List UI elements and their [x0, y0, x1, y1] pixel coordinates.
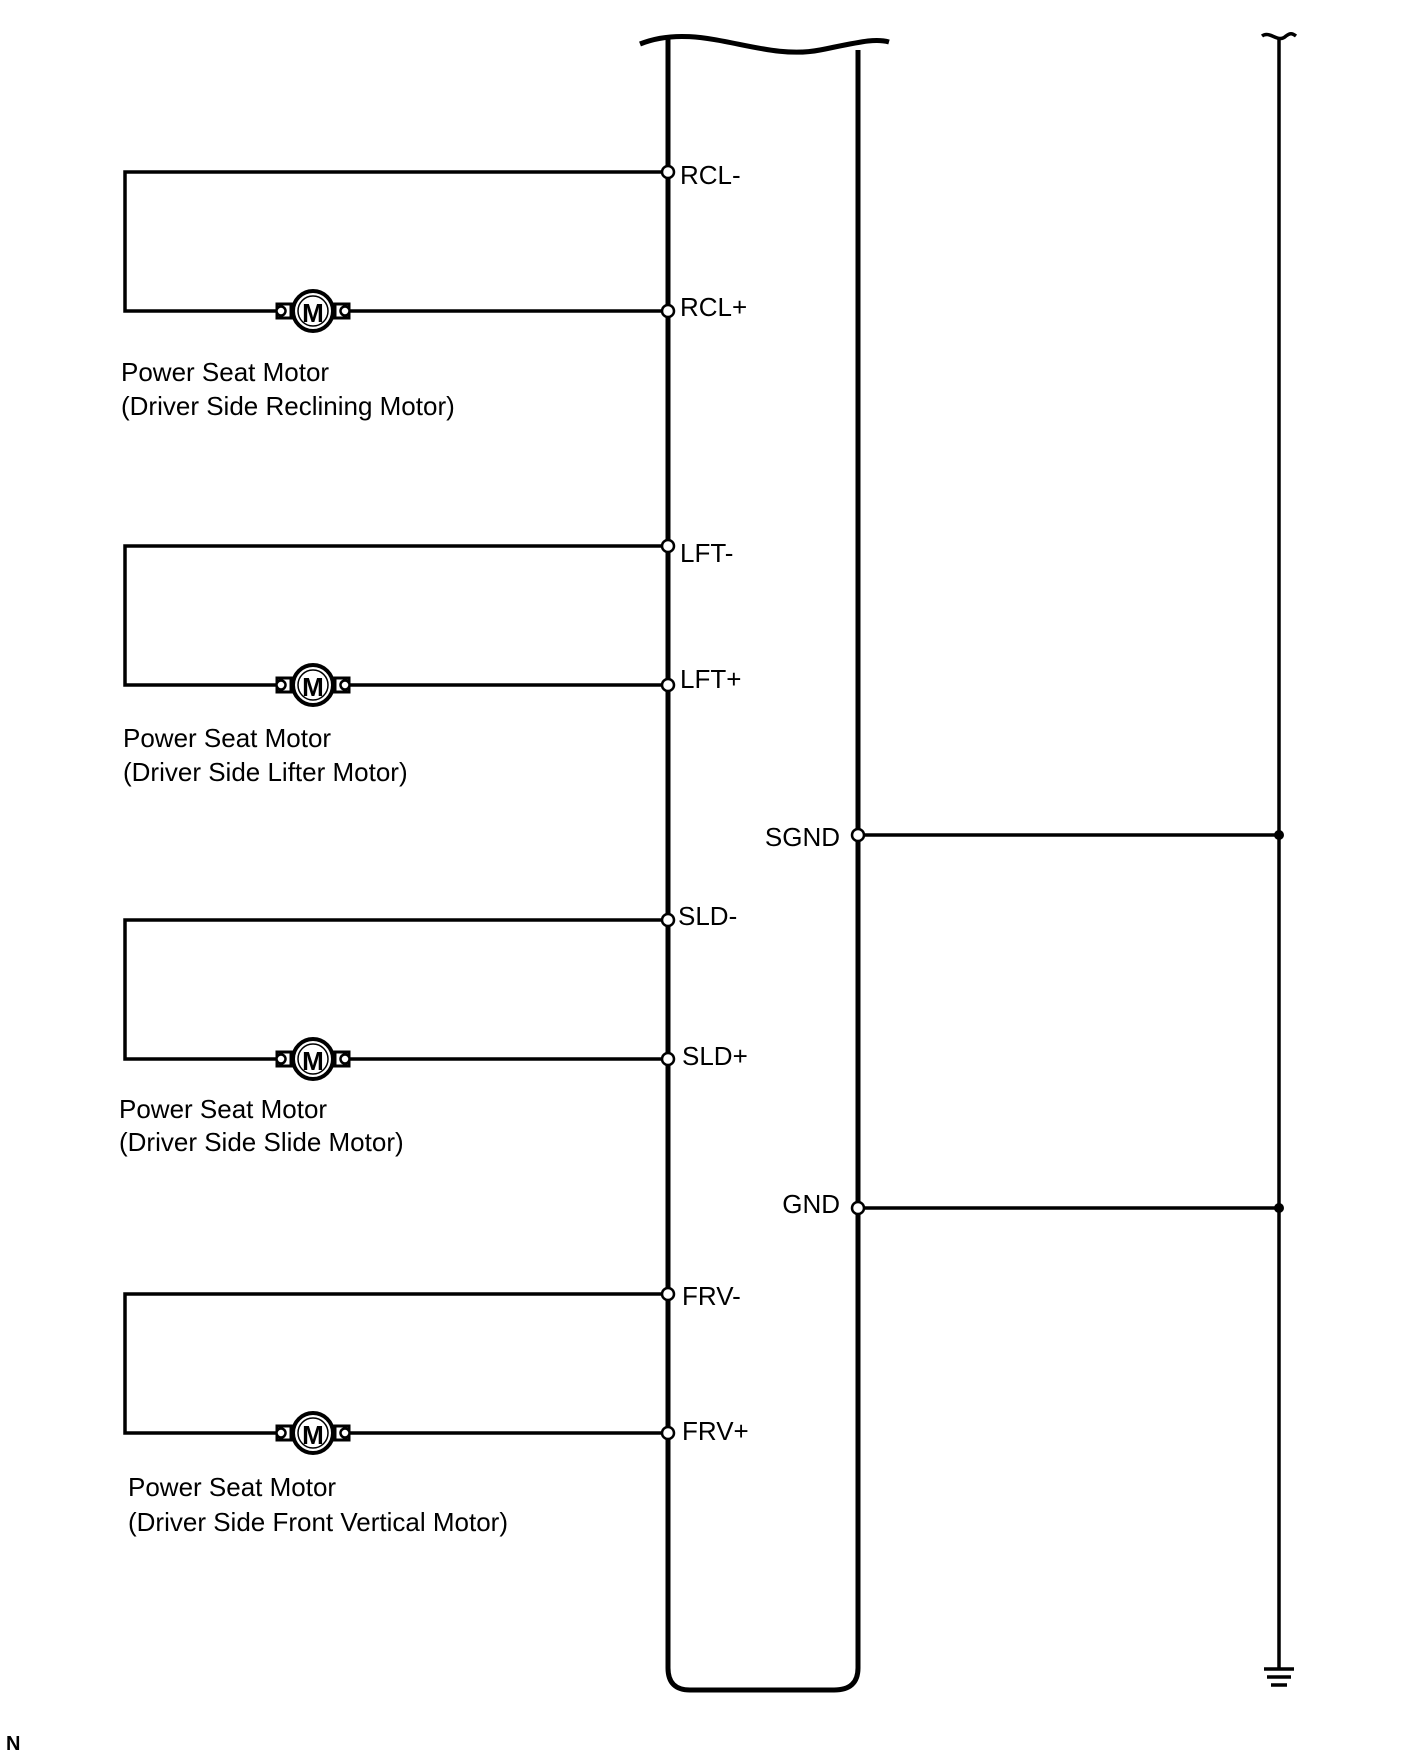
rcl-pos-label: RCL+ — [680, 292, 747, 322]
motor-icon: M — [275, 1411, 351, 1455]
gnd-label: GND — [782, 1189, 840, 1219]
motor-symbol: M — [302, 1420, 324, 1450]
sld-pos-terminal — [660, 1051, 676, 1067]
sld-neg-terminal — [660, 912, 676, 928]
motor-symbol: M — [302, 672, 324, 702]
ground-symbol-icon — [1264, 1667, 1294, 1687]
motor-icon: M — [275, 1037, 351, 1081]
ecu-outline — [639, 34, 890, 1693]
motor-icon: M — [275, 289, 351, 333]
motor-desc: (Driver Side Slide Motor) — [119, 1127, 404, 1157]
lft-pos-label: LFT+ — [680, 664, 741, 694]
reclining-motor-circuit: RCL- RCL+ M Power Seat Motor (Driver Sid… — [121, 160, 747, 421]
lft-neg-terminal — [660, 538, 676, 554]
front-vertical-motor-circuit: FRV- FRV+ M Power Seat Motor (Driver Sid… — [123, 1281, 749, 1537]
slide-motor-circuit: SLD- SLD+ M Power Seat Motor (Driver Sid… — [119, 901, 748, 1157]
motor-name: Power Seat Motor — [121, 357, 329, 387]
gnd-terminal — [850, 1200, 866, 1216]
motor-desc: (Driver Side Lifter Motor) — [123, 757, 408, 787]
sld-neg-label: SLD- — [678, 901, 737, 931]
sld-pos-label: SLD+ — [682, 1041, 748, 1071]
frv-neg-label: FRV- — [682, 1281, 741, 1311]
sgnd-terminal — [850, 827, 866, 843]
motor-desc: (Driver Side Front Vertical Motor) — [128, 1507, 508, 1537]
ecu-body — [665, 36, 861, 1693]
ground-line — [1260, 32, 1298, 1687]
lifter-motor-circuit: LFT- LFT+ M Power Seat Motor (Driver Sid… — [123, 538, 741, 787]
wire-break-icon — [1260, 32, 1298, 41]
frv-neg-terminal — [660, 1286, 676, 1302]
ecu-break-line — [639, 34, 890, 55]
corner-mark: N — [6, 1733, 20, 1755]
sgnd-label: SGND — [765, 822, 840, 852]
lft-pos-terminal — [660, 677, 676, 693]
sgnd-connection: SGND — [765, 822, 1284, 852]
rcl-neg-terminal — [660, 164, 676, 180]
rcl-pos-terminal — [660, 303, 676, 319]
motor-name: Power Seat Motor — [119, 1094, 327, 1124]
gnd-junction — [1274, 1203, 1284, 1213]
rcl-neg-label: RCL- — [680, 160, 741, 190]
motor-desc: (Driver Side Reclining Motor) — [121, 391, 455, 421]
gnd-connection: GND — [782, 1189, 1284, 1219]
sgnd-junction — [1274, 830, 1284, 840]
frv-pos-label: FRV+ — [682, 1416, 749, 1446]
lft-neg-label: LFT- — [680, 538, 733, 568]
motor-symbol: M — [302, 1046, 324, 1076]
motor-name: Power Seat Motor — [123, 723, 331, 753]
frv-pos-terminal — [660, 1425, 676, 1441]
motor-symbol: M — [302, 298, 324, 328]
motor-icon: M — [275, 663, 351, 707]
motor-name: Power Seat Motor — [128, 1472, 336, 1502]
